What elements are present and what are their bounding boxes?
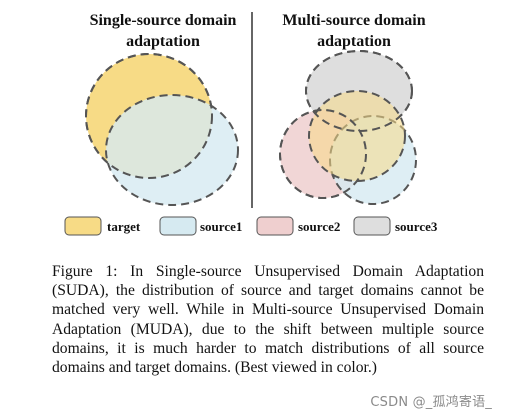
legend-item-source2: source2	[256, 216, 340, 236]
legend-item-source1: source1	[159, 216, 242, 236]
watermark: CSDN @_孤鸿寄语_	[370, 395, 492, 410]
legend-label-target: target	[107, 219, 141, 234]
multi-source2-outline	[279, 109, 367, 199]
venn-diagram: target source1 source2 source3	[64, 12, 438, 236]
legend-item-source3: source3	[353, 216, 438, 236]
multi-source3-outline	[305, 50, 413, 132]
legend-item-target: target	[64, 216, 141, 236]
legend-swatch-target	[64, 216, 102, 236]
legend: target source1 source2 source3	[64, 216, 438, 236]
single-source1-circle	[105, 94, 239, 206]
multi-source-title: Multi-source domain adaptation	[282, 12, 426, 50]
legend-swatch-source3	[353, 216, 391, 236]
single-target-outline	[85, 53, 213, 179]
single-source-title: Single-source domain adaptation	[89, 12, 237, 50]
figure-caption: Figure 1: In Single-source Unsupervised …	[52, 263, 484, 377]
multi-target-circle	[308, 90, 406, 182]
legend-label-source2: source2	[298, 219, 340, 234]
legend-label-source3: source3	[395, 219, 438, 234]
legend-label-source1: source1	[200, 219, 242, 234]
legend-swatch-source1	[159, 216, 197, 236]
figure: Single-source domain adaptation Multi-so…	[64, 12, 438, 236]
legend-swatch-source2	[256, 216, 294, 236]
